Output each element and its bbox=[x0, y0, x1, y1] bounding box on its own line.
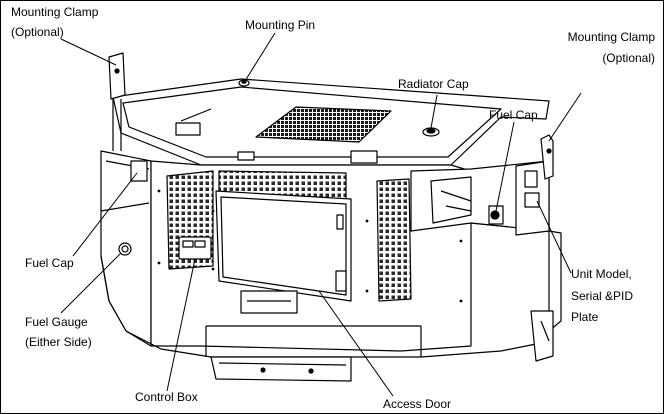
label-unit-model-3: Plate bbox=[571, 310, 599, 324]
leader-fuel-cap-left bbox=[72, 172, 138, 257]
label-mounting-clamp-left-note: (Optional) bbox=[11, 25, 64, 39]
label-fuel-gauge-note: (Either Side) bbox=[25, 335, 92, 349]
leader-unit-model bbox=[536, 200, 572, 274]
label-fuel-cap-left: Fuel Cap bbox=[25, 256, 74, 270]
leader-fuel-cap-right bbox=[495, 121, 515, 212]
label-mounting-clamp-right: Mounting Clamp bbox=[567, 30, 655, 44]
id-plate-shape bbox=[524, 170, 538, 188]
top-cover-inner bbox=[122, 86, 502, 158]
label-fuel-cap-right: Fuel Cap bbox=[489, 108, 538, 122]
leader-radiator-cap bbox=[430, 94, 438, 129]
mounting-clamp-left-shape bbox=[108, 52, 126, 100]
leader-mounting-pin bbox=[244, 32, 276, 82]
leader-access-door bbox=[318, 290, 394, 397]
label-mounting-clamp-left: Mounting Clamp bbox=[11, 5, 99, 19]
label-mounting-clamp-right-note: (Optional) bbox=[602, 51, 655, 65]
control-box-shape bbox=[178, 236, 212, 260]
leader-fuel-gauge bbox=[60, 252, 122, 314]
label-mounting-pin: Mounting Pin bbox=[245, 18, 316, 32]
label-unit-model-2: Serial &PID bbox=[571, 289, 634, 303]
access-door-shape bbox=[215, 190, 352, 302]
label-radiator-cap: Radiator Cap bbox=[398, 77, 469, 91]
leader-mounting-clamp-left bbox=[60, 38, 117, 66]
label-unit-model-1: Unit Model, bbox=[571, 267, 632, 281]
top-grille bbox=[255, 106, 392, 143]
label-control-box: Control Box bbox=[135, 390, 198, 404]
label-access-door: Access Door bbox=[383, 397, 452, 411]
mounting-clamp-right-shape bbox=[540, 134, 554, 180]
handle-plate bbox=[240, 290, 298, 314]
base-skid bbox=[210, 356, 352, 382]
right-front-grille bbox=[376, 178, 412, 302]
leader-mounting-clamp-right bbox=[548, 92, 582, 142]
label-fuel-gauge: Fuel Gauge bbox=[25, 315, 88, 329]
fuel-cap-right-shape bbox=[490, 210, 500, 220]
leader-control-box bbox=[166, 258, 196, 392]
